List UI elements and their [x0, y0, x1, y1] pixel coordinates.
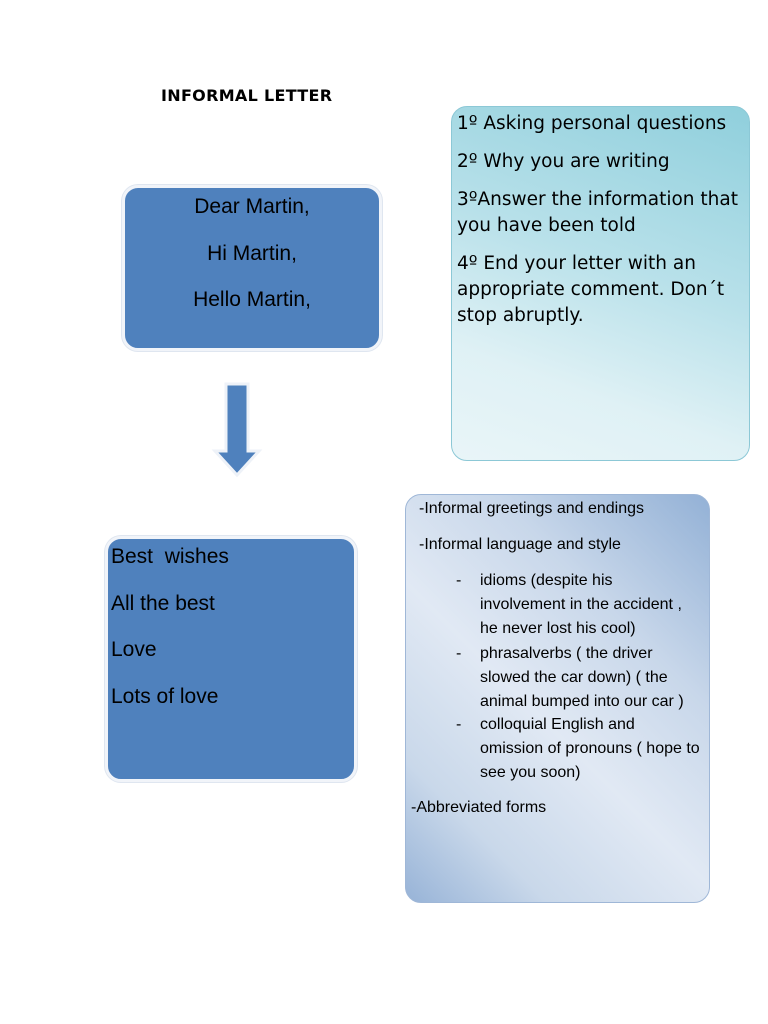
- greetings-box: Dear Martin, Hi Martin, Hello Martin,: [122, 185, 382, 351]
- ending-all-the-best: All the best: [111, 591, 215, 615]
- greeting-dear: Dear Martin,: [194, 195, 310, 218]
- feature-greetings-endings: -Informal greetings and endings: [419, 500, 645, 517]
- feature-colloquial-english: colloquial English and omission of prono…: [480, 716, 700, 781]
- feature-phrasal-verbs: phrasalverbs ( the driver slowed the car…: [480, 645, 684, 710]
- ending-best-wishes: Best wishes: [111, 545, 229, 568]
- greeting-hi: Hi Martin,: [207, 241, 297, 265]
- ending-love: Love: [111, 638, 157, 661]
- bullet-dash: -: [456, 716, 462, 733]
- feature-idioms: idioms (despite his involvement in the a…: [480, 572, 682, 637]
- step-1: 1º Asking personal questions: [457, 113, 727, 134]
- feature-language-style: -Informal language and style: [419, 536, 621, 553]
- document-title: INFORMAL LETTER: [161, 86, 333, 105]
- bullet-dash: -: [456, 645, 462, 662]
- bullet-dash: -: [456, 572, 462, 589]
- endings-box: Best wishes All the best Love Lots of lo…: [105, 536, 357, 782]
- ending-lots-of-love: Lots of love: [111, 684, 219, 708]
- step-2: 2º Why you are writing: [457, 151, 670, 172]
- step-3: 3ºAnswer the information that you have b…: [457, 189, 738, 236]
- step-4: 4º End your letter with an appropriate c…: [457, 253, 725, 326]
- feature-abbreviated-forms: -Abbreviated forms: [411, 799, 547, 816]
- features-box: -Informal greetings and endings -Informa…: [405, 494, 710, 903]
- down-arrow-icon: [211, 382, 263, 478]
- greeting-hello: Hello Martin,: [193, 288, 311, 311]
- steps-box: 1º Asking personal questions 2º Why you …: [451, 106, 750, 461]
